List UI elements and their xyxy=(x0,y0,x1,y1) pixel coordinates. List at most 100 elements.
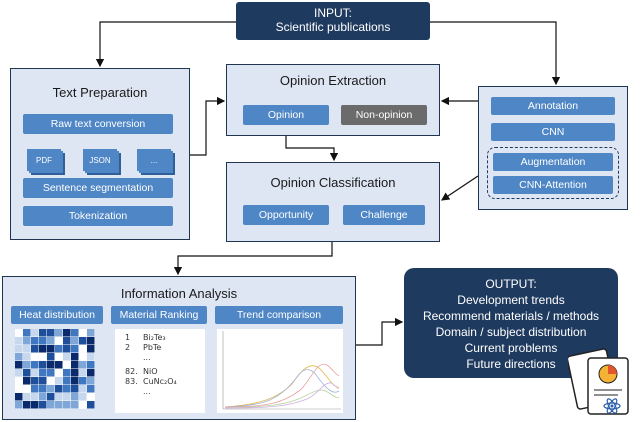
heat-cell xyxy=(47,393,55,401)
heat-cell xyxy=(87,401,95,409)
heat-cell xyxy=(39,385,47,393)
heat-cell xyxy=(63,393,71,401)
heat-cell xyxy=(63,353,71,361)
heat-cell xyxy=(31,345,39,353)
heat-cell xyxy=(39,329,47,337)
heat-cell xyxy=(31,369,39,377)
heat-cell xyxy=(87,361,95,369)
heatmap-thumbnail xyxy=(15,329,95,409)
opportunity-button: Opportunity xyxy=(243,205,329,225)
heat-cell xyxy=(47,345,55,353)
heat-cell xyxy=(63,329,71,337)
heat-cell xyxy=(15,345,23,353)
heat-cell xyxy=(39,377,47,385)
heat-cell xyxy=(79,353,87,361)
raw-text-conversion: Raw text conversion xyxy=(23,114,173,134)
heat-cell xyxy=(79,377,87,385)
heat-cell xyxy=(63,385,71,393)
output-item: Current problems xyxy=(464,341,558,355)
heat-cell xyxy=(55,329,63,337)
rank-item: 83.CuNc₂O₄ xyxy=(125,377,177,386)
report-document-icon xyxy=(568,348,629,415)
opinion-extraction-panel: Opinion Extraction Opinion Non-opinion xyxy=(226,64,440,136)
opinion-extraction-title: Opinion Extraction xyxy=(279,73,387,88)
heat-cell xyxy=(63,337,71,345)
heat-cell xyxy=(15,377,23,385)
heat-cell xyxy=(15,401,23,409)
heat-cell xyxy=(55,345,63,353)
heat-cell xyxy=(39,337,47,345)
rank-item: ... xyxy=(143,353,151,362)
cnn-attention-button: CNN-Attention xyxy=(493,176,613,194)
heat-cell xyxy=(47,329,55,337)
text-preparation-panel: Text Preparation Raw text conversion PDF… xyxy=(10,68,190,240)
heat-cell xyxy=(39,361,47,369)
output-item: Recommend materials / methods xyxy=(422,309,600,323)
heat-cell xyxy=(39,401,47,409)
heat-cell xyxy=(63,401,71,409)
heat-cell xyxy=(87,393,95,401)
heat-cell xyxy=(23,401,31,409)
augmentation-group xyxy=(487,147,619,199)
heat-cell xyxy=(79,369,87,377)
heat-cell xyxy=(23,369,31,377)
output-item: Future directions xyxy=(466,357,556,371)
heat-cell xyxy=(55,401,63,409)
heat-cell xyxy=(79,345,87,353)
output-box: OUTPUT: Development trends Recommend mat… xyxy=(404,268,618,378)
heat-cell xyxy=(87,377,95,385)
heat-cell xyxy=(55,385,63,393)
opinion-classification-title: Opinion Classification xyxy=(270,175,396,190)
doc-more: ... xyxy=(137,149,171,171)
trend-comparison-label: Trend comparison xyxy=(215,306,343,324)
heat-cell xyxy=(39,345,47,353)
heat-cell xyxy=(39,393,47,401)
opinion-button: Opinion xyxy=(243,105,329,125)
non-opinion-button: Non-opinion xyxy=(341,105,427,125)
output-item: Development trends xyxy=(457,293,565,307)
trend-thumbnail xyxy=(217,329,343,413)
heat-cell xyxy=(31,401,39,409)
heat-cell xyxy=(63,377,71,385)
heat-cell xyxy=(47,361,55,369)
heat-cell xyxy=(71,329,79,337)
material-ranking-label: Material Ranking xyxy=(111,306,207,324)
heat-cell xyxy=(71,353,79,361)
tokenization: Tokenization xyxy=(23,206,173,226)
heat-cell xyxy=(71,393,79,401)
model-panel: Annotation CNN Augmentation CNN-Attentio… xyxy=(478,86,628,210)
heat-cell xyxy=(71,345,79,353)
doc-pdf: PDF xyxy=(27,149,61,171)
heat-cell xyxy=(23,353,31,361)
opinion-classification-panel: Opinion Classification Opportunity Chall… xyxy=(226,162,440,242)
heat-cell xyxy=(63,345,71,353)
heat-cell xyxy=(23,377,31,385)
heat-cell xyxy=(71,369,79,377)
heat-cell xyxy=(47,337,55,345)
input-label: INPUT: xyxy=(313,6,352,20)
heat-cell xyxy=(23,345,31,353)
heat-cell xyxy=(47,369,55,377)
heat-cell xyxy=(23,385,31,393)
heat-cell xyxy=(23,393,31,401)
heat-cell xyxy=(23,361,31,369)
challenge-button: Challenge xyxy=(343,205,425,225)
heat-cell xyxy=(63,361,71,369)
heat-cell xyxy=(31,361,39,369)
input-sub: Scientific publications xyxy=(275,20,391,34)
text-preparation-title: Text Preparation xyxy=(52,85,148,100)
heat-cell xyxy=(47,353,55,361)
doc-json: JSON xyxy=(83,149,117,171)
heat-cell xyxy=(15,361,23,369)
heat-cell xyxy=(31,353,39,361)
rank-item: ... xyxy=(143,387,151,396)
heat-cell xyxy=(47,401,55,409)
heat-cell xyxy=(71,377,79,385)
heat-cell xyxy=(87,345,95,353)
augmentation-button: Augmentation xyxy=(493,153,613,171)
heat-cell xyxy=(71,401,79,409)
annotation-button: Annotation xyxy=(491,97,615,115)
